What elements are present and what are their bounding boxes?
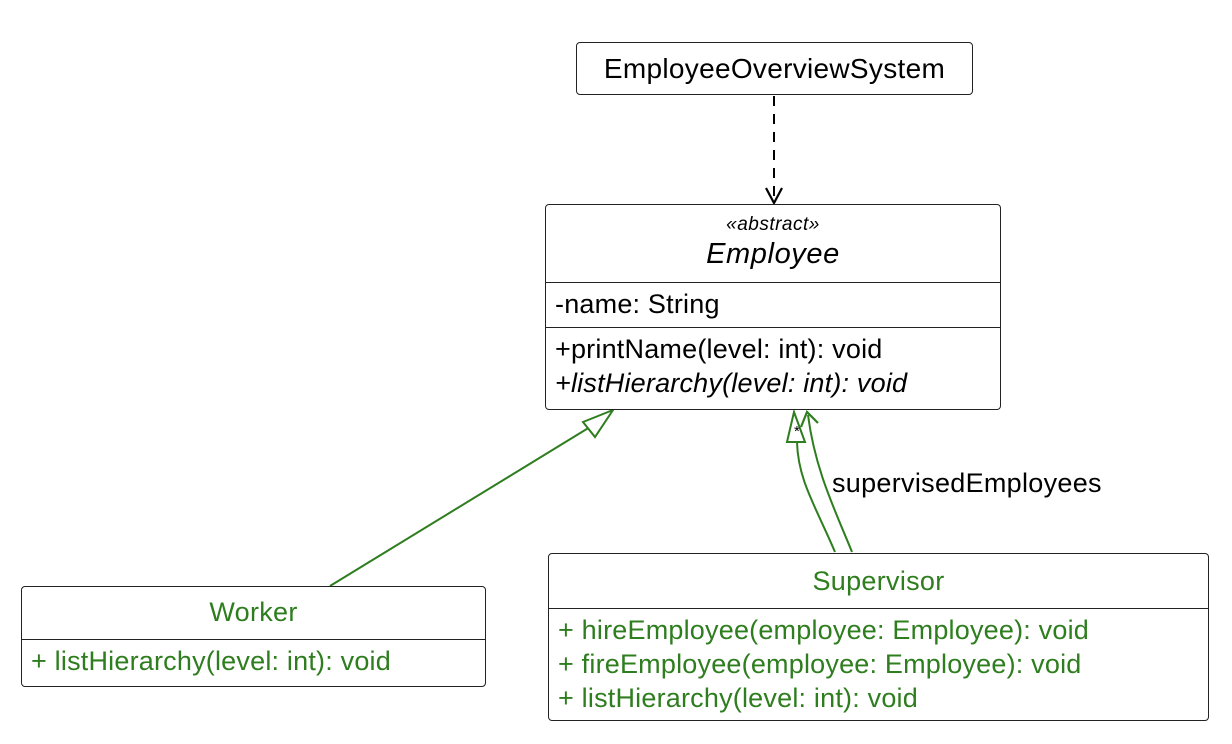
class-name: Employee [706, 238, 840, 270]
method-hire-employee: + hireEmployee(employee: Employee): void [558, 615, 1090, 645]
association-multiplicity: * [794, 423, 800, 440]
class-employee[interactable]: «abstract» Employee -name: String +print… [545, 204, 1001, 410]
methods-compartment: +printName(level: int): void +listHierar… [546, 328, 1000, 406]
class-employee-overview-system[interactable]: EmployeeOverviewSystem [576, 42, 973, 95]
association-role-label: supervisedEmployees [832, 468, 1102, 498]
compartment-divider [549, 608, 1208, 609]
method-print-name: +printName(level: int): void [555, 334, 883, 364]
method-list-hierarchy: +listHierarchy(level: int): void [555, 368, 908, 398]
worker-inheritance-arrowhead [581, 407, 616, 439]
attribute-name: -name: String [555, 289, 720, 319]
class-header: «abstract» Employee [546, 205, 1000, 282]
method-fire-employee: + fireEmployee(employee: Employee): void [558, 649, 1082, 679]
compartment-divider [546, 327, 1000, 328]
compartment-divider [22, 639, 485, 640]
class-name: Worker [209, 597, 298, 627]
class-name: EmployeeOverviewSystem [603, 53, 946, 84]
class-worker[interactable]: Worker + listHierarchy(level: int): void [21, 586, 486, 687]
attributes-compartment: -name: String [546, 283, 1000, 327]
methods-compartment: + hireEmployee(employee: Employee): void… [549, 609, 1208, 721]
class-name: Supervisor [812, 566, 945, 596]
method-list-hierarchy: + listHierarchy(level: int): void [558, 683, 918, 713]
methods-compartment: + listHierarchy(level: int): void [22, 640, 485, 684]
method-list-hierarchy: + listHierarchy(level: int): void [31, 646, 391, 676]
supervisor-inheritance-line [796, 441, 836, 553]
dependency-arrowhead [765, 187, 783, 206]
association-arrowhead [799, 410, 819, 428]
stereotype-label: «abstract» [726, 214, 820, 235]
compartment-divider [546, 282, 1000, 283]
class-supervisor[interactable]: Supervisor + hireEmployee(employee: Empl… [548, 553, 1209, 721]
